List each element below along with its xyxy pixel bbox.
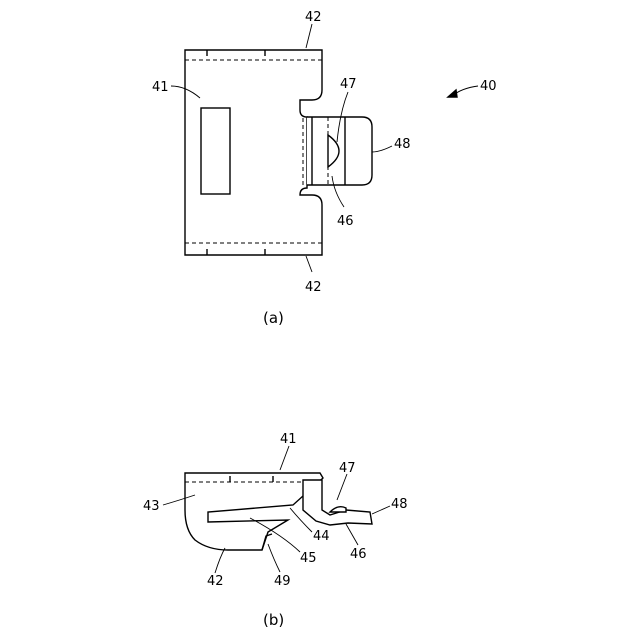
label-47-b: 47 [339,461,356,476]
leader-42-bottom [306,256,312,272]
label-41-a: 41 [152,80,169,95]
leader-47-b [337,474,347,500]
leader-42-b [215,548,225,573]
arrow-head-40 [448,90,457,97]
label-47-a: 47 [340,77,357,92]
figure-a: 41 42 42 47 48 46 40 (a) [152,10,497,327]
leader-41-b [280,446,289,470]
bump-47-b [330,507,346,512]
caption-a: (a) [263,309,284,327]
label-44: 44 [313,529,330,544]
arm-44 [303,480,372,525]
label-46-a: 46 [337,214,354,229]
leader-46-b [346,524,358,545]
leader-49 [268,544,280,572]
leader-42-top [306,24,312,48]
label-40: 40 [480,79,497,94]
label-42-top: 42 [305,10,322,25]
leader-48-b [372,506,390,514]
window-opening [201,108,230,194]
caption-b: (b) [263,611,284,629]
label-48-b: 48 [391,497,408,512]
label-49: 49 [274,574,291,589]
figure-b: 41 43 42 49 45 44 47 48 46 (b) [143,432,408,629]
label-42-bottom: 42 [305,280,322,295]
label-42-b: 42 [207,574,224,589]
label-46-b: 46 [350,547,367,562]
label-41-b: 41 [280,432,297,447]
label-48-a: 48 [394,137,411,152]
leader-48 [372,146,392,152]
label-43: 43 [143,499,160,514]
label-45: 45 [300,551,317,566]
